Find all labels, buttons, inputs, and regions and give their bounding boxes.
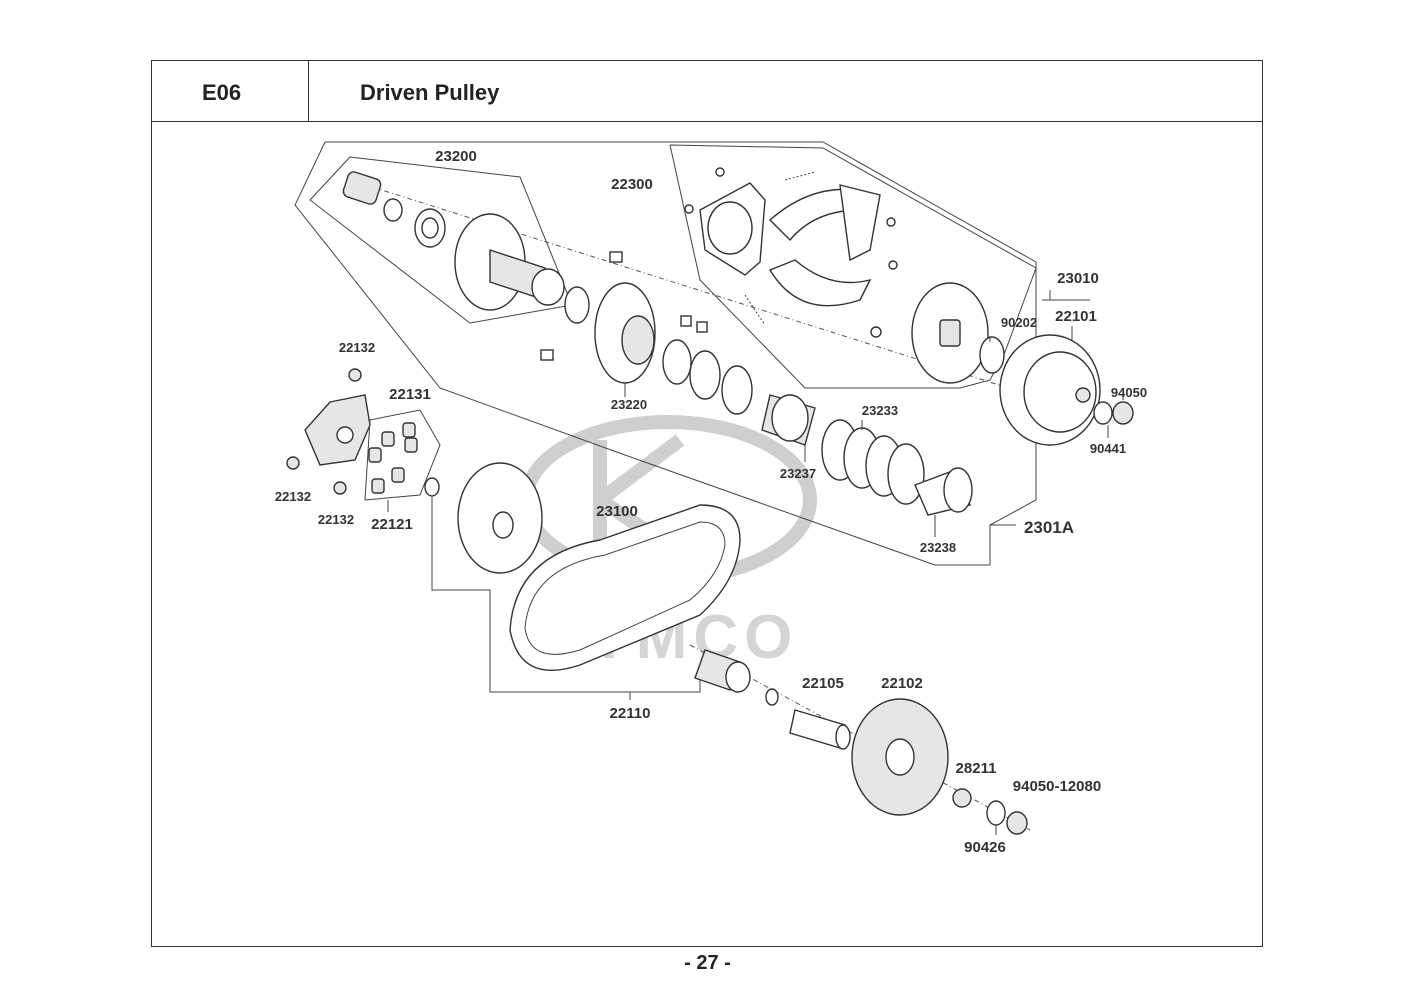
nut-94050-12080 <box>1006 811 1028 835</box>
outline-2301A <box>294 141 1037 566</box>
roller-2 <box>402 422 416 438</box>
belt-outer <box>509 504 741 672</box>
label-90441: 90441 <box>1090 441 1126 456</box>
sleeve-end <box>835 724 851 750</box>
movable-face-hub <box>621 315 655 365</box>
driven-face-hub-end <box>531 268 565 306</box>
collar-lower-end <box>725 661 751 693</box>
bushing-part <box>342 171 382 205</box>
label-90426: 90426 <box>964 839 1006 856</box>
nut-90202 <box>979 336 1005 374</box>
nut-b <box>715 167 725 177</box>
clip-lower <box>765 688 779 706</box>
gear-28211 <box>952 788 972 808</box>
part-spring-group <box>761 394 973 516</box>
outline-23200 <box>309 156 573 324</box>
section-title-cell <box>308 60 1263 122</box>
guide-pin-3 <box>680 315 692 327</box>
label-23237: 23237 <box>780 466 816 481</box>
nut-e <box>870 326 882 338</box>
v-belt-23100 <box>509 504 741 672</box>
part-lower-group <box>694 649 1028 835</box>
part-drive-face-group <box>286 368 543 574</box>
label-22132-left: 22132 <box>275 489 311 504</box>
guide-pin-4 <box>696 321 708 333</box>
outline-22300 <box>669 144 1037 389</box>
page-number: - 27 - <box>684 952 731 974</box>
label-22300: 22300 <box>611 176 653 193</box>
drive-plate-hub <box>939 319 961 347</box>
label-22131: 22131 <box>389 386 431 403</box>
label-94050-12080: 94050-12080 <box>1013 778 1101 795</box>
fan-hub <box>885 738 915 776</box>
roller-4 <box>404 437 418 453</box>
slider-22132-b <box>286 456 300 470</box>
ramp-plate-22131 <box>304 394 371 466</box>
label-22110: 22110 <box>610 705 651 722</box>
label-28211: 28211 <box>956 760 997 777</box>
label-22102: 22102 <box>881 675 923 692</box>
collar-23237-end <box>771 394 809 442</box>
clutch-outer-center <box>1075 387 1091 403</box>
part-22101-group <box>999 334 1134 446</box>
label-2301A: 2301A <box>1024 518 1074 537</box>
section-code-cell <box>151 60 309 122</box>
washer-part <box>383 198 403 222</box>
label-23233: 23233 <box>862 403 898 418</box>
label-22132-bottom: 22132 <box>318 512 354 527</box>
part-23220-group <box>540 251 753 415</box>
label-22121: 22121 <box>371 516 413 533</box>
clutch-plate-hole <box>707 201 753 255</box>
roller-6 <box>371 478 385 494</box>
spring-seat-end <box>943 467 973 513</box>
washer-90426 <box>986 800 1006 826</box>
slider-22132-c <box>333 481 347 495</box>
o-ring-2 <box>721 365 753 415</box>
guide-pin-2 <box>540 349 554 361</box>
part-23200-group <box>342 171 590 324</box>
part-labels: 23200 22300 23010 22101 90202 94050 9044… <box>275 148 1147 856</box>
label-23100: 23100 <box>596 503 638 520</box>
spring-upper <box>784 171 816 181</box>
nut-a <box>684 204 694 214</box>
label-22105: 22105 <box>802 675 844 692</box>
ramp-plate-center <box>336 426 354 444</box>
label-23238: 23238 <box>920 540 956 555</box>
label-22132-top: 22132 <box>339 340 375 355</box>
slider-22132-a <box>348 368 362 382</box>
clutch-outer-face <box>1023 351 1097 433</box>
outline-22121 <box>364 409 441 501</box>
leader-22110 <box>431 497 701 693</box>
circlip <box>424 477 440 497</box>
oil-seal-1 <box>662 339 692 385</box>
washer-90441 <box>1093 401 1113 425</box>
spring-coil-4 <box>887 443 925 505</box>
label-23220: 23220 <box>611 397 647 412</box>
label-22101: 22101 <box>1055 308 1097 325</box>
nut-d <box>888 260 898 270</box>
clutch-shoe-right <box>839 184 881 262</box>
assembly-outlines <box>294 141 1090 566</box>
leader-lines <box>387 326 1124 835</box>
belt-inner <box>524 521 726 655</box>
roller-5 <box>391 467 405 483</box>
seal-ring-part <box>564 286 590 324</box>
label-23200: 23200 <box>435 148 477 165</box>
label-23010: 23010 <box>1057 270 1099 287</box>
section-title: Driven Pulley <box>360 80 500 105</box>
clutch-shoe-lower <box>768 259 872 307</box>
section-code: E06 <box>202 80 242 105</box>
guide-pin-1 <box>609 251 623 263</box>
roller-1 <box>381 431 395 447</box>
label-94050: 94050 <box>1111 385 1147 400</box>
bearing-inner <box>421 217 439 239</box>
label-90202: 90202 <box>1001 315 1037 330</box>
roller-3 <box>368 447 382 463</box>
o-ring-1 <box>689 350 721 400</box>
drive-face-bore <box>492 511 514 539</box>
nut-94050 <box>1112 401 1134 425</box>
part-22300-group <box>684 167 1005 384</box>
nut-c <box>886 217 896 227</box>
